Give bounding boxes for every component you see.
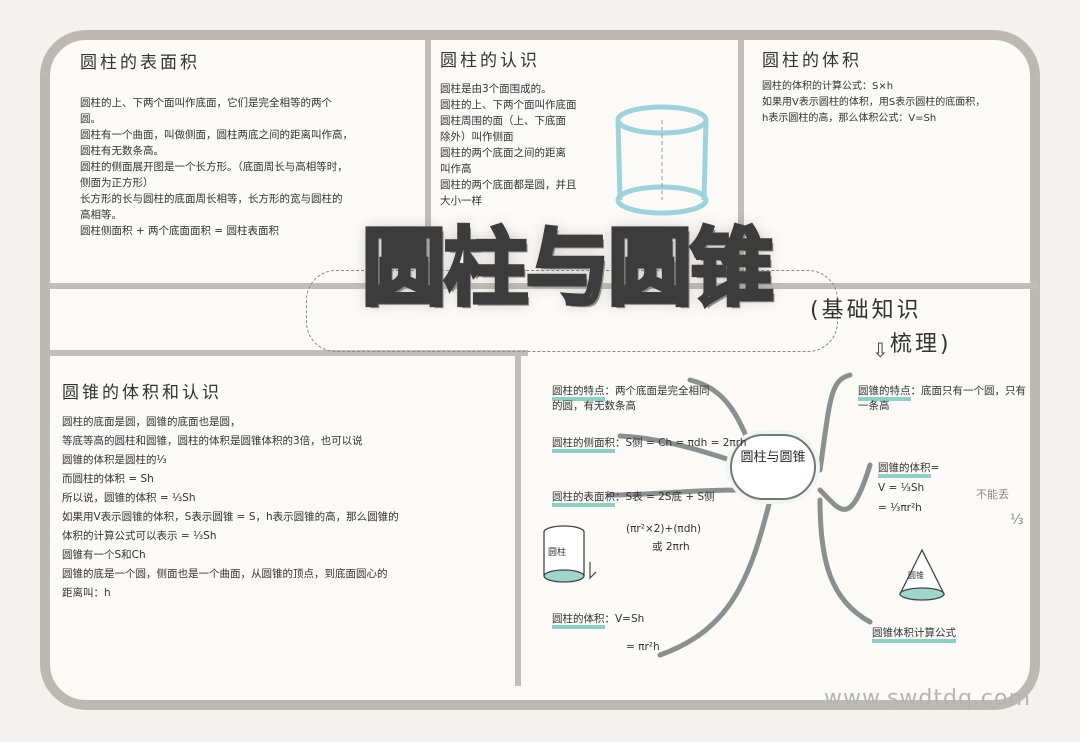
subtitle-line1: (基础知识	[810, 298, 922, 323]
cylinder-label: 圆柱	[548, 548, 567, 558]
divider	[515, 356, 521, 686]
divider	[48, 350, 528, 356]
panel-text: 圆柱是由3个面围成的。 圆柱的上、下两个面叫作底面 圆柱周围的面（上、下底面 除…	[440, 83, 577, 207]
panel-title: 圆柱的表面积	[80, 53, 200, 73]
panel-text: 圆柱的底面是圆，圆锥的底面也是圆， 等底等高的圆柱和圆锥，圆柱的体积是圆锥体积的…	[62, 416, 399, 599]
cone-drawing	[898, 548, 946, 601]
cone-label: 圆锥	[908, 571, 924, 580]
panel-title: 圆锥的体积和认识	[62, 383, 222, 403]
cylinder-intro-panel: 圆柱的认识 圆柱是由3个面围成的。 圆柱的上、下两个面叫作底面 圆柱周围的面（上…	[440, 46, 730, 209]
node-cone-feature: 圆锥的特点：底面只有一个圆，只有一条高	[858, 384, 1028, 414]
side-note: 不能丢	[976, 488, 1009, 501]
node-text: ：两个底面是完全相同的圆，有无数条高	[552, 385, 710, 412]
main-title: 圆柱与圆锥	[360, 219, 776, 317]
mindmap-center: 圆柱与圆锥	[730, 434, 816, 500]
node-label: 圆锥的特点	[858, 385, 911, 401]
cylinder-volume-panel: 圆柱的体积 圆柱的体积的计算公式：S×h 如果用V表示圆柱的体积，用S表示圆柱的…	[762, 46, 1032, 127]
panel-text: 圆柱的体积的计算公式：S×h 如果用V表示圆柱的体积，用S表示圆柱的底面积， h…	[762, 81, 986, 124]
panel-title: 圆柱的认识	[440, 51, 540, 71]
node-cyl-lateral: 圆柱的侧面积：S侧 = Ch = πdh = 2πrh	[552, 436, 752, 453]
node-text: = V = ⅓Sh = ⅓πr²h	[878, 462, 940, 514]
surface-formula: (πr²×2)+(πdh)	[626, 523, 702, 535]
small-cylinder-icon	[543, 525, 597, 583]
node-label: 圆锥体积计算公式	[872, 627, 956, 643]
node-text: ：V=Sh	[604, 613, 645, 625]
node-label: 圆柱的侧面积	[552, 437, 615, 453]
node-cone-volume: 圆锥的体积= V = ⅓Sh = ⅓πr²h	[878, 458, 988, 518]
divider	[738, 40, 744, 280]
node-label: 圆锥的体积	[878, 462, 931, 478]
board-frame	[40, 30, 1040, 710]
watermark: www.swdtdq.com	[824, 686, 1031, 711]
node-text: ：S侧 = Ch = πdh = 2πrh	[615, 437, 747, 449]
side-fraction: ⅓	[1010, 512, 1024, 528]
panel-text: 圆柱的上、下两个面叫作底面，它们是完全相等的两个 圆。 圆柱有一个曲面，叫做侧面…	[80, 97, 353, 237]
node-label: 圆柱的特点	[552, 385, 605, 401]
panel-title: 圆柱的体积	[762, 51, 862, 71]
arrow-down-icon: ⇩	[872, 338, 889, 362]
subtitle-line2: 梳理)	[890, 332, 952, 357]
node-label: 圆柱的表面积	[552, 491, 615, 507]
surface-area-panel: 圆柱的表面积 圆柱的上、下两个面叫作底面，它们是完全相等的两个 圆。 圆柱有一个…	[80, 48, 415, 239]
volume-formula: = πr²h	[626, 641, 660, 653]
cylinder-drawing	[615, 104, 709, 216]
surface-formula-alt: 或 2πrh	[652, 541, 690, 553]
divider	[48, 283, 1038, 289]
node-text: ：S表 = 2S底 + S侧	[615, 491, 715, 503]
cone-panel: 圆锥的体积和认识 圆柱的底面是圆，圆锥的底面也是圆， 等底等高的圆柱和圆锥，圆柱…	[62, 378, 507, 603]
divider	[425, 40, 431, 280]
node-cyl-surface: 圆柱的表面积：S表 = 2S底 + S侧	[552, 490, 752, 507]
node-cyl-feature: 圆柱的特点：两个底面是完全相同的圆，有无数条高	[552, 384, 712, 414]
subtitle: (基础知识 梳理)	[810, 294, 952, 362]
node-cyl-volume: 圆柱的体积：V=Sh	[552, 612, 752, 629]
node-label: 圆柱的体积	[552, 613, 605, 629]
node-text: ：底面只有一个圆，只有一条高	[858, 385, 1026, 412]
node-cone-formula: 圆锥体积计算公式	[872, 626, 956, 643]
title-cloud	[306, 270, 838, 352]
